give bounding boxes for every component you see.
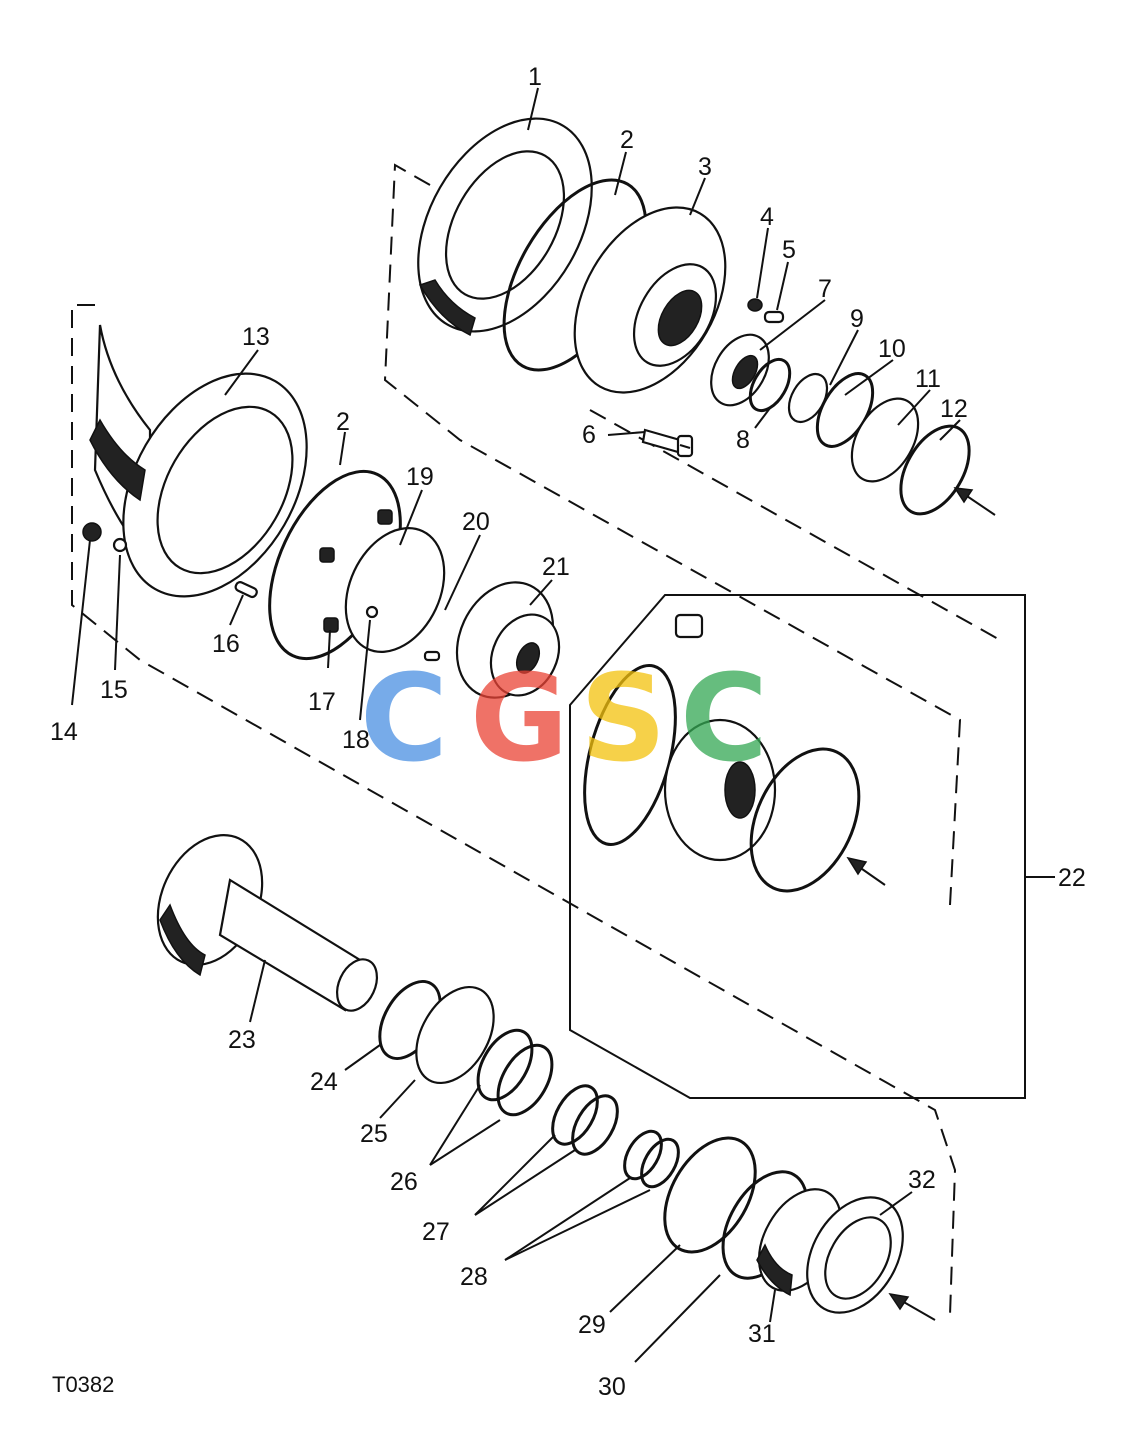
part-25-seal — [415, 985, 495, 1085]
callout-20: 20 — [462, 508, 490, 536]
part-29-snap-ring — [663, 1136, 757, 1254]
callout-26: 26 — [390, 1168, 418, 1196]
callout-29: 29 — [578, 1311, 606, 1339]
callout-32: 32 — [908, 1166, 936, 1194]
callout-17: 17 — [308, 688, 336, 716]
callout-13: 13 — [242, 323, 270, 351]
watermark-letter-c2: C — [680, 650, 768, 789]
part-27-ring-b — [571, 1094, 619, 1156]
part-15-washer — [112, 537, 128, 553]
diagram-code: T0382 — [52, 1372, 114, 1397]
part-18-pin — [365, 605, 379, 619]
callout-25: 25 — [360, 1120, 388, 1148]
part-1-ring-housing — [417, 117, 593, 337]
callout-1: 1 — [528, 63, 542, 91]
part-4-nut — [747, 298, 763, 312]
part-28-ring-b — [640, 1137, 680, 1189]
callout-23: 23 — [228, 1026, 256, 1054]
callout-11: 11 — [915, 365, 941, 393]
callout-3: 3 — [698, 153, 712, 181]
watermark-letter-s: S — [580, 650, 666, 789]
callout-labels: 1 2 3 4 5 6 7 8 9 10 11 12 13 2 14 15 16… — [50, 63, 1086, 1401]
part-20-pin — [423, 650, 441, 662]
callout-31: 31 — [748, 1320, 776, 1348]
part-3-hub — [573, 206, 727, 394]
callout-7: 7 — [818, 275, 832, 303]
part-8-lock-washer — [748, 357, 792, 413]
part-21-piston — [455, 581, 561, 699]
part-32-bearing — [806, 1196, 904, 1314]
callout-4: 4 — [760, 203, 774, 231]
leader-lines — [71, 87, 961, 1363]
callout-28: 28 — [460, 1263, 488, 1291]
callout-5: 5 — [782, 236, 796, 264]
callout-14: 14 — [50, 718, 78, 746]
callout-8: 8 — [736, 426, 750, 454]
part-26-ring-a — [476, 1028, 534, 1102]
part-7-bearing — [710, 333, 770, 407]
part-27-ring-a — [551, 1084, 599, 1146]
callout-6: 6 — [582, 421, 596, 449]
part-5-pin — [763, 310, 785, 324]
part-11-seal — [850, 397, 920, 483]
callout-21: 21 — [542, 553, 570, 581]
part-22-box — [569, 594, 1026, 1099]
callout-10: 10 — [878, 335, 906, 363]
callout-2-top: 2 — [620, 126, 634, 154]
part-19-plate — [344, 526, 446, 654]
callout-30: 30 — [598, 1373, 626, 1401]
callout-9: 9 — [850, 305, 864, 333]
callout-15: 15 — [100, 676, 128, 704]
callout-12: 12 — [940, 395, 968, 423]
part-12-snap-ring — [899, 424, 971, 516]
callout-16: 16 — [212, 630, 240, 658]
part-22-differential — [583, 613, 861, 893]
callout-18: 18 — [342, 726, 370, 754]
assembly-outline-bottom — [71, 304, 957, 1316]
callout-24: 24 — [310, 1068, 338, 1096]
assembly-outline-top — [383, 163, 962, 906]
callout-19: 19 — [406, 463, 434, 491]
assembly-outline-axis — [589, 409, 1001, 641]
watermark-letter-g: G — [470, 650, 569, 789]
watermark-letter-c1: C — [360, 650, 448, 789]
watermark: C G S C — [360, 650, 768, 789]
callout-22: 22 — [1058, 864, 1086, 892]
part-23-shaft — [156, 834, 379, 1012]
part-16-pin — [234, 581, 258, 599]
part-6-bolt — [641, 428, 682, 454]
part-26-ring-b — [496, 1043, 554, 1117]
part-13-housing — [89, 324, 308, 598]
part-14-plug — [82, 522, 102, 542]
callout-2-bottom: 2 — [336, 408, 350, 436]
callout-27: 27 — [422, 1218, 450, 1246]
part-28-ring-a — [623, 1129, 663, 1181]
